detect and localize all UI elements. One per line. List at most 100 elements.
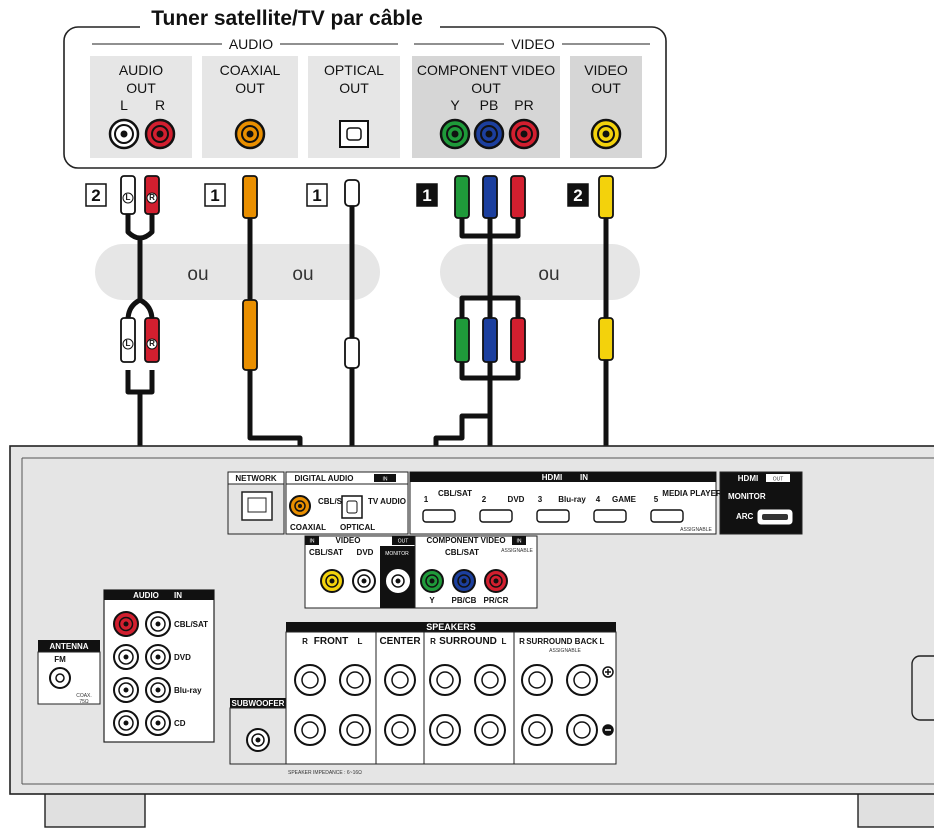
- coaxial-plug-bottom: [242, 299, 258, 371]
- svg-text:COAX.: COAX.: [76, 693, 92, 699]
- component-plug-pb-bottom: [482, 317, 498, 363]
- svg-text:CBL/SAT: CBL/SAT: [445, 548, 479, 557]
- audio-in-bluray-jacks: [113, 677, 171, 703]
- svg-text:CBL/SAT: CBL/SAT: [438, 489, 472, 498]
- svg-text:L: L: [358, 637, 363, 646]
- cable-number-audio-analog: 2: [85, 183, 107, 207]
- audio-out-left-label: L: [120, 97, 128, 113]
- audio-plug-right-bottom: R: [144, 317, 160, 363]
- audio-out-box: [90, 56, 192, 158]
- video-in-dvd-jack: [352, 569, 376, 593]
- antenna-section: ANTENNA FM COAX. 75Ω: [37, 640, 101, 705]
- svg-text:ASSIGNABLE: ASSIGNABLE: [680, 527, 712, 533]
- speaker-impedance: SPEAKER IMPEDANCE : 6~16Ω: [288, 770, 362, 776]
- video-monitor-out-jack: [386, 569, 410, 593]
- surround-back-l-minus: [566, 714, 598, 746]
- svg-text:SPEAKERS: SPEAKERS: [426, 622, 476, 632]
- svg-text:1: 1: [210, 186, 219, 205]
- cable-number-component: 1: [416, 183, 438, 207]
- video-in-cbl-sat-jack: [320, 569, 344, 593]
- svg-text:4: 4: [596, 495, 601, 504]
- svg-text:SURROUND BACK: SURROUND BACK: [526, 637, 598, 646]
- surround-l-minus: [474, 714, 506, 746]
- svg-text:MEDIA PLAYER: MEDIA PLAYER: [662, 489, 722, 498]
- component-in-y-jack: [420, 569, 444, 593]
- svg-text:IN: IN: [383, 477, 388, 483]
- svg-text:R: R: [149, 339, 155, 348]
- video-group-label: VIDEO: [511, 36, 555, 52]
- svg-text:L: L: [600, 637, 605, 646]
- surround-back-r-plus: [521, 664, 553, 696]
- fm-antenna-jack: [49, 667, 71, 689]
- audio-cable-top-split: [125, 212, 155, 241]
- component-out-pb-label: PB: [480, 97, 499, 113]
- svg-text:CD: CD: [174, 719, 186, 728]
- svg-text:3: 3: [538, 495, 543, 504]
- coaxial-out-label-2: OUT: [235, 80, 265, 96]
- svg-text:VIDEO: VIDEO: [336, 536, 361, 545]
- digital-coaxial-jack: [289, 495, 311, 517]
- audio-plug-left-bottom: L: [120, 317, 136, 363]
- component-plug-y-top: [454, 175, 470, 219]
- svg-text:75Ω: 75Ω: [79, 699, 89, 705]
- component-plug-pr-top: [510, 175, 526, 219]
- svg-text:HDMI: HDMI: [738, 474, 758, 483]
- svg-text:R: R: [302, 637, 308, 646]
- front-l-minus: [339, 714, 371, 746]
- video-out-label-2: OUT: [591, 80, 621, 96]
- source-title: Tuner satellite/TV par câble: [151, 7, 423, 30]
- audio-out-label-1: AUDIO: [119, 62, 163, 78]
- svg-text:COMPONENT VIDEO: COMPONENT VIDEO: [426, 536, 505, 545]
- video-out-label-1: VIDEO: [584, 62, 628, 78]
- svg-text:R: R: [149, 193, 155, 202]
- svg-text:ANTENNA: ANTENNA: [49, 642, 88, 651]
- digital-audio-section: DIGITAL AUDIO IN ASSIGNABLE CBL/SAT COAX…: [285, 471, 409, 535]
- svg-text:2: 2: [482, 495, 487, 504]
- svg-text:HDMI: HDMI: [542, 473, 562, 482]
- audio-in-cbl-sat-left-jack: [113, 611, 139, 637]
- component-out-label-1: COMPONENT VIDEO: [417, 62, 555, 78]
- hdmi-port-5: [650, 509, 684, 523]
- video-plug-top: [598, 175, 614, 219]
- svg-text:2: 2: [91, 186, 100, 205]
- audio-plug-right-top: R: [144, 175, 160, 215]
- svg-text:5: 5: [654, 495, 659, 504]
- component-out-pb-jack: [473, 118, 505, 150]
- svg-text:Blu-ray: Blu-ray: [174, 686, 202, 695]
- component-out-label-2: OUT: [471, 80, 501, 96]
- receiver-foot-right: [857, 792, 934, 828]
- video-section: IN VIDEO OUT CBL/SAT DVD MONITOR: [304, 535, 416, 609]
- component-plug-pb-top: [482, 175, 498, 219]
- component-cable-middle: [459, 215, 521, 318]
- svg-text:ASSIGNABLE: ASSIGNABLE: [549, 648, 581, 654]
- speakers-section: SPEAKERS R FRONT L CENTER R SURROUND L R…: [285, 622, 617, 776]
- cable-number-coaxial: 1: [204, 183, 226, 207]
- front-r-minus: [294, 714, 326, 746]
- front-l-plus: [339, 664, 371, 696]
- svg-text:IN: IN: [517, 539, 522, 545]
- subwoofer-out-jack: [246, 728, 270, 752]
- digital-optical-jack: [341, 495, 363, 519]
- svg-text:DVD: DVD: [174, 653, 191, 662]
- hdmi-port-2: [479, 509, 513, 523]
- svg-text:CBL/SAT: CBL/SAT: [309, 548, 343, 557]
- optical-out-jack: [339, 120, 369, 148]
- svg-text:Y: Y: [429, 596, 435, 605]
- video-out-jack: [590, 118, 622, 150]
- hdmi-in-section: HDMI IN 1 CBL/SAT 2 DVD 3 Blu-ray 4 GAME…: [409, 471, 722, 535]
- svg-text:MONITOR: MONITOR: [385, 551, 409, 557]
- hdmi-port-3: [536, 509, 570, 523]
- audio-out-right-label: R: [155, 97, 165, 113]
- audio-in-section: AUDIO IN: [103, 589, 215, 743]
- component-out-pr-label: PR: [514, 97, 533, 113]
- svg-text:IN: IN: [310, 539, 315, 545]
- svg-text:1: 1: [424, 495, 429, 504]
- svg-text:DIGITAL AUDIO: DIGITAL AUDIO: [295, 474, 354, 483]
- svg-text:SURROUND: SURROUND: [439, 636, 497, 647]
- cable-number-video: 2: [567, 183, 589, 207]
- svg-text:FM: FM: [54, 655, 66, 664]
- component-in-pb-jack: [452, 569, 476, 593]
- center-plus: [384, 664, 416, 696]
- audio-out-label-2: OUT: [126, 80, 156, 96]
- svg-text:OUT: OUT: [398, 539, 409, 545]
